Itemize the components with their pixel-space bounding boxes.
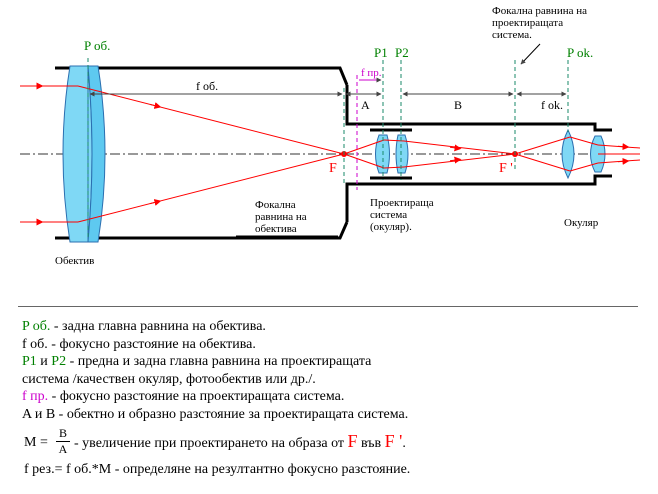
svg-text:система.: система. [492,29,532,41]
label-F-prime: F ' [499,161,513,176]
objective-tube [55,66,349,240]
label-eyepiece: Окуляр [564,217,599,229]
label-f-ok: f ok. [541,98,563,112]
legend-row-f-pr: f пр. - фокусно разстояние на проектиращ… [22,389,345,404]
reference-planes [87,58,569,240]
label-p2: P2 [395,45,409,60]
svg-text:(окуляр).: (окуляр). [370,221,412,233]
svg-text:проектиращата: проектиращата [492,17,563,29]
svg-text:обектива: обектива [255,223,297,235]
separator-line [18,306,638,307]
svg-text:Фокална равнина на: Фокална равнина на [492,5,587,17]
objective-lens [62,65,106,243]
label-b: B [454,98,462,112]
legend-row-a-b: A и B - обектно и образно разстояние за … [22,406,409,422]
focal-plane-pointer [520,43,541,65]
resultant-focal-formula: f рез.= f об.*M - определяне на резултан… [24,462,411,477]
legend: P об. - задна главна равнина на обектива… [22,318,642,423]
projection-system-annotation: Проектираща система (окуляр). [370,197,434,233]
legend-row-p-ob: P об. - задна главна равнина на обектива… [22,319,266,334]
legend-row-f-ob: f об. - фокусно разстояние на обектива. [22,336,256,352]
label-f-pr: f пр. [361,67,382,79]
legend-row-system: система /качествен окуляр, фотообектив и… [22,371,316,387]
svg-text:система: система [370,209,407,221]
legend-row-p1-p2: P1 и P2 - предна и задна главна равнина … [22,354,372,369]
light-rays [20,82,641,226]
label-F: F [329,161,337,176]
fraction-b-over-a: B A [56,427,70,456]
eyepiece-tube [345,85,612,222]
label-f-ob: f об. [196,79,218,93]
svg-text:Проектираща: Проектираща [370,197,434,209]
label-p1: P1 [374,45,388,60]
label-objective: Обектив [55,255,94,267]
telescope-projection-diagram: P об. f об. f пр. P1 P2 P ok. A B f ok. … [20,5,641,267]
svg-text:Фокална: Фокална [255,199,296,211]
focal-plane-system-annotation: Фокална равнина на проектиращата система… [492,5,587,41]
svg-text:равнина на: равнина на [255,211,307,223]
label-p-ok: P ok. [567,45,593,60]
label-p-ob: P об. [84,38,110,53]
label-a: A [361,98,370,112]
focal-plane-objective-annotation: Фокална равнина на обектива [255,199,307,235]
